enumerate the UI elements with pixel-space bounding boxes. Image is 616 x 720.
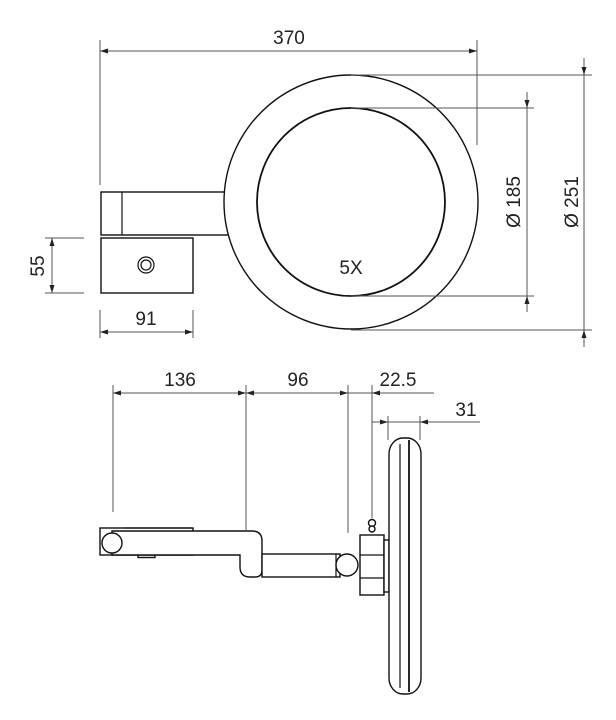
mirror-profile — [388, 437, 422, 695]
dim-55: 55 — [28, 255, 49, 276]
dim-22-5: 22.5 — [380, 370, 417, 391]
dim-251: Ø 251 — [562, 176, 583, 228]
dim-96: 96 — [287, 370, 308, 391]
arm-segment-1 — [111, 530, 263, 578]
wall-base — [100, 237, 194, 294]
magnification-label: 5X — [339, 258, 363, 279]
dim-370: 370 — [273, 28, 305, 49]
top-view: 5X 370 Ø 251 Ø 185 55 — [28, 28, 592, 347]
arm-pivot-2 — [335, 553, 359, 577]
dim-185: Ø 185 — [504, 176, 525, 228]
mirror-bracket — [359, 534, 385, 596]
arm-segment-2 — [261, 553, 341, 578]
base-button-outer — [137, 256, 155, 274]
side-view: 136 96 22.5 31 — [99, 370, 480, 695]
dim-136: 136 — [164, 370, 196, 391]
dim-91: 91 — [135, 309, 156, 330]
mirror-outer-ring — [223, 74, 479, 330]
base-button-inner — [140, 259, 152, 271]
dim-31: 31 — [455, 400, 476, 421]
arm-top — [100, 191, 232, 236]
arm-pivot-1 — [101, 532, 123, 554]
